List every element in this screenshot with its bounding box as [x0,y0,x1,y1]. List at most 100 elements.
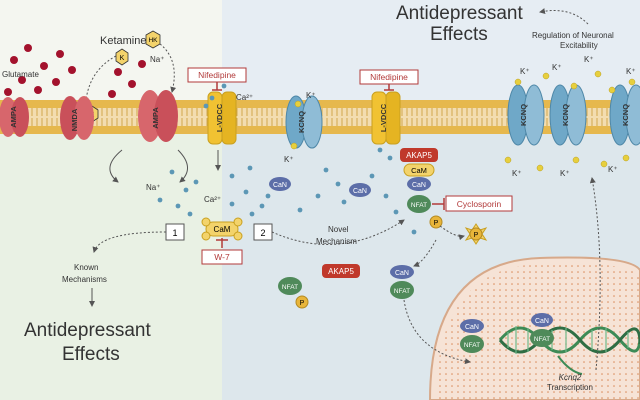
svg-text:CaM: CaM [411,166,427,175]
svg-text:KCNQ: KCNQ [621,104,630,126]
calmodulin-complex: CaM [201,217,243,241]
antidepressant-effects-top-line1: Antidepressant [396,3,523,24]
novel-mechanism-line2: Mechanism [316,237,357,246]
svg-text:CaN: CaN [273,182,287,189]
svg-text:Nifedipine: Nifedipine [198,70,236,80]
sodium-influx-arrow-left [109,149,123,183]
svg-text:KCNQ: KCNQ [561,104,570,126]
calcineurin-nfat-bound-dna: CaN NFAT [530,313,554,347]
svg-text:CaM: CaM [214,225,231,234]
transcription-label: Transcription [547,383,593,392]
svg-text:Nifedipine: Nifedipine [370,72,408,82]
known-mechanisms-line2: Mechanisms [62,275,107,284]
nmda-receptor: NMDA [60,96,94,140]
ketamine-label: Ketamine [100,35,146,47]
svg-text:CaN: CaN [353,188,367,195]
calcineurin-free-2: CaN [349,183,371,197]
svg-text:W-7: W-7 [214,252,230,262]
kcnq-channel-cluster-3: KCNQ [609,84,640,146]
w7-inhibitor: W-7 [201,238,243,265]
svg-text:NFAT: NFAT [411,202,427,209]
svg-text:CaN: CaN [465,324,479,331]
kcnq-channel-cluster-2: KCNQ [549,84,587,146]
nuclear-import-arrow [403,299,471,365]
known-mechanisms-line1: Known [74,263,98,272]
svg-text:HK: HK [148,37,158,44]
ampa-receptor-middle: AMPA [138,90,178,142]
ketamine-to-nmda-arrow [85,55,117,101]
svg-text:CaN: CaN [535,318,549,325]
svg-text:1: 1 [172,228,177,238]
svg-text:P: P [300,300,305,307]
mrna-strand [557,355,583,375]
kcnq-channel-membrane: KCNQ [285,95,323,149]
regulation-label-line2: Excitability [560,41,598,50]
nifedipine-inhibitor-right: Nifedipine [359,69,419,91]
svg-text:CaN: CaN [412,182,426,189]
kcnq-expression-arrow [589,177,601,371]
svg-text:NFAT: NFAT [282,284,298,291]
antidepressant-effects-top-line2: Effects [430,24,488,45]
svg-text:K⁺: K⁺ [560,169,570,178]
svg-text:K⁺: K⁺ [608,165,618,174]
potassium-ions [290,70,636,172]
potassium-labels-right: K⁺ K⁺ K⁺ K⁺ K⁺ K⁺ K⁺ [512,55,636,178]
sodium-influx-arrow-right [177,149,188,183]
nfat-phosphorylated-free: NFAT P [278,277,309,309]
svg-text:AMPA: AMPA [9,106,18,128]
ampa-receptor-left: AMPA [0,97,29,137]
novel-mechanism-arrow [271,219,405,245]
akap5-free: AKAP5 [322,264,360,278]
svg-text:CaN: CaN [395,270,409,277]
calcineurin-free-1: CaN [269,177,291,191]
svg-text:AMPA: AMPA [151,107,160,129]
kcnq2-gene-label: Kcnq2 [559,373,582,382]
calcineurin-nfat-complex-nucleus: CaN NFAT [460,319,484,353]
svg-text:K⁺: K⁺ [552,63,562,72]
glutamate-molecules [4,44,146,98]
pathway-box-2: 2 [253,223,273,241]
svg-text:L-VDCC: L-VDCC [215,103,224,132]
svg-text:KCNQ: KCNQ [519,104,528,126]
potassium-label-kcnq-top: K⁺ [306,91,316,100]
dephosphorylation-arrow [439,225,465,241]
svg-text:L-VDCC: L-VDCC [379,103,388,132]
svg-text:P: P [474,232,479,239]
ketamine-hexagon-k: K [115,48,129,66]
cyclosporin-inhibitor: Cyclosporin [432,195,513,212]
svg-text:NFAT: NFAT [394,288,410,295]
antidepressant-effects-left-line1: Antidepressant [24,320,151,341]
antidepressant-effects-left-line2: Effects [62,344,120,365]
svg-text:K⁺: K⁺ [520,67,530,76]
lvdcc-channel-left: L-VDCC [207,91,237,145]
svg-text:P: P [434,220,439,227]
known-mechanism-arrow [92,231,167,253]
svg-text:K⁺: K⁺ [626,67,636,76]
translocation-arrow [413,239,437,267]
lvdcc-channel-right: L-VDCC [371,91,401,145]
svg-text:K: K [120,55,125,62]
hk-to-ampa-arrow [159,43,177,93]
svg-text:NMDA: NMDA [70,108,79,131]
calcium-top-label: Ca²⁺ [236,93,253,102]
novel-mechanism-line1: Novel [328,225,349,234]
hydroxynorketamine-hexagon-hk: HK [145,30,161,49]
dna-helix [498,326,640,354]
calcium-mid-label: Ca²⁺ [204,195,221,204]
svg-text:2: 2 [260,228,265,238]
pathway-box-1: 1 [165,223,185,241]
intracellular-left-region [0,120,222,400]
svg-text:NFAT: NFAT [534,336,550,343]
potassium-label-kcnq-bottom: K⁺ [284,155,294,164]
calcium-ions [157,83,417,235]
svg-text:KCNQ: KCNQ [297,111,306,133]
nifedipine-inhibitor-left: Nifedipine [187,67,247,91]
sodium-top-label: Na⁺ [150,55,164,64]
svg-text:AKAP5: AKAP5 [406,151,432,160]
calcineurin-nfat-complex-cytosol: CaN NFAT [390,265,414,299]
excitability-to-effects-arrow [539,8,589,25]
svg-text:AKAP5: AKAP5 [328,267,354,276]
svg-text:Cyclosporin: Cyclosporin [457,199,502,209]
